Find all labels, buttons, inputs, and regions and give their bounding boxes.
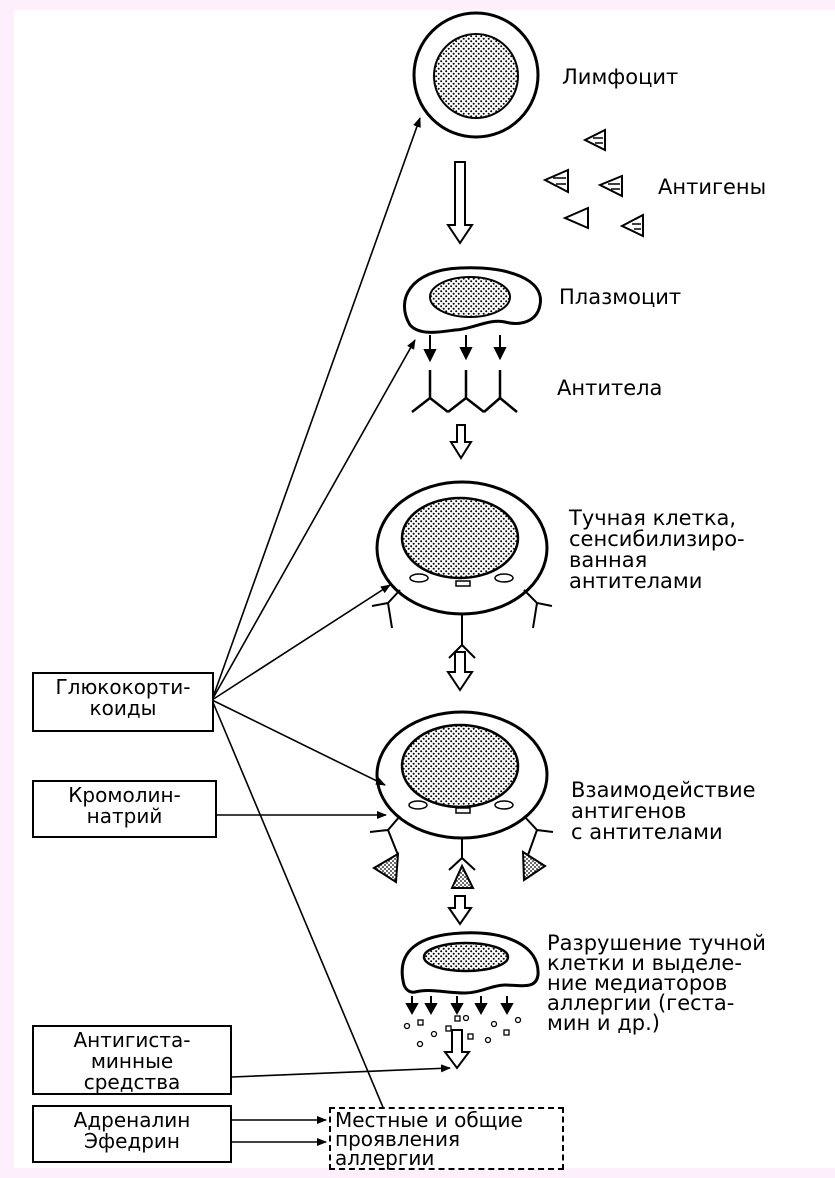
- hollow-arrow-2: [451, 425, 471, 458]
- box-allergy-manifestations: Местные и общие проявления аллергии: [329, 1107, 564, 1170]
- box-antihistamines: Антигиста- минные средства: [32, 1025, 232, 1095]
- lymphocyte-cell: [414, 13, 538, 137]
- mast-cell-sensitized: [372, 482, 552, 658]
- mast-cell-destruction: [402, 933, 538, 1047]
- hollow-arrow-1: [448, 162, 472, 243]
- antihistamine-arrow: [232, 1068, 450, 1077]
- box-cromolyn: Кромолин- натрий: [32, 780, 217, 838]
- box-glucocorticoids: Глюкокорти- коиды: [32, 672, 214, 732]
- hollow-arrow-4: [449, 896, 471, 924]
- plasmocyte-cell: [404, 268, 540, 333]
- glucocorticoid-arrows: [212, 118, 420, 1124]
- label-lymphocyte: Лимфоцит: [562, 66, 678, 88]
- hollow-arrow-3: [448, 652, 472, 690]
- box-adrenaline: Адреналин Эфедрин: [32, 1105, 232, 1163]
- label-destruction: Разрушение тучной клетки и выделе- ние м…: [547, 933, 766, 1033]
- hollow-arrow-5: [445, 1030, 469, 1068]
- secretion-arrows: [425, 335, 505, 360]
- label-interaction: Взаимодействие антигенов с антителами: [571, 780, 756, 843]
- mast-cell-interaction: [370, 712, 553, 888]
- antigen-triangles: [545, 130, 643, 236]
- diagram-canvas: Лимфоцит Антигены Плазмоцит Антитела Туч…: [14, 10, 835, 1168]
- label-antibodies: Антитела: [557, 377, 662, 399]
- adrenaline-arrows: [232, 1120, 326, 1142]
- label-mast-cell: Тучная клетка, сенсибилизиро- ванная ант…: [569, 508, 745, 592]
- label-plasmocyte: Плазмоцит: [559, 286, 681, 308]
- antibody-shapes: [412, 370, 517, 412]
- label-antigens: Антигены: [658, 176, 766, 198]
